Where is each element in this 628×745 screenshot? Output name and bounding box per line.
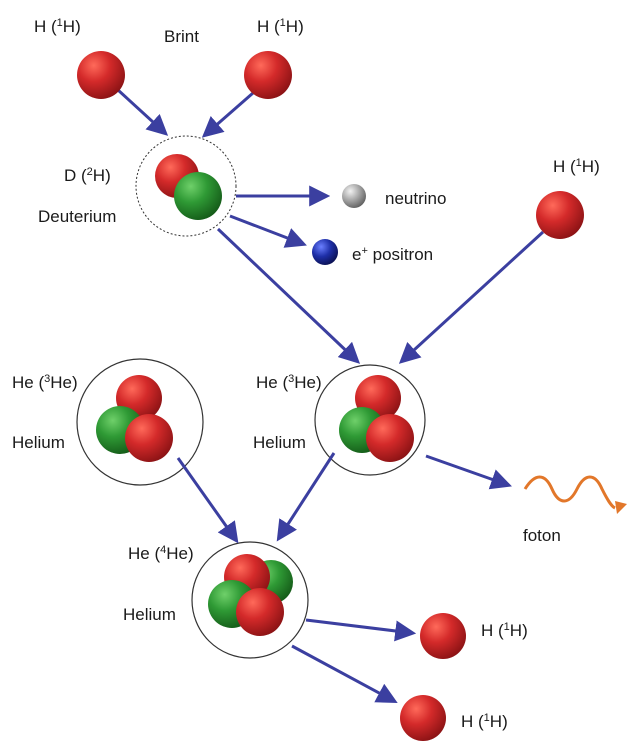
arrow-h-to-d-left <box>116 88 169 136</box>
label-he3-mid-symbol: He (3He) <box>256 373 322 392</box>
arrow-d-to-positron <box>229 214 307 248</box>
label-foton: foton <box>523 526 561 545</box>
arrow-d-to-he3 <box>216 227 361 364</box>
label-deuterium-symbol: D (2H) <box>64 166 111 185</box>
arrow-he4-to-h1 <box>305 618 417 642</box>
label-brint: Brint <box>164 27 199 46</box>
label-deuterium-name: Deuterium <box>38 207 117 226</box>
label-he3-left-symbol: He (3He) <box>12 373 78 392</box>
label-he4-symbol: He (4He) <box>128 544 194 563</box>
he3-left-proton-bottom <box>125 414 173 462</box>
label-h1-top-left: H (1H) <box>34 17 81 36</box>
label-neutrino: neutrino <box>385 189 447 208</box>
arrow-he3left-to-he4 <box>176 457 239 544</box>
proton-right <box>536 191 584 239</box>
arrow-h-to-d-right <box>201 91 254 138</box>
proton-out-2 <box>400 695 446 741</box>
label-he4-name: Helium <box>123 605 176 624</box>
arrow-he3-to-photon <box>425 454 512 490</box>
label-h1-out-2: H (1H) <box>461 712 508 731</box>
label-positron: e+ positron <box>352 245 434 264</box>
he3-mid-proton-bottom <box>366 414 414 462</box>
proton-top-left <box>77 51 125 99</box>
arrow-h-to-he3 <box>398 230 545 364</box>
label-h1-right: H (1H) <box>553 157 600 176</box>
label-he3-left-name: Helium <box>12 433 65 452</box>
neutrino-particle <box>342 184 366 208</box>
label-h1-out-1: H (1H) <box>481 621 528 640</box>
proton-top-center <box>244 51 292 99</box>
deuterium-neutron <box>174 172 222 220</box>
label-h1-top-center: H (1H) <box>257 17 304 36</box>
photon-arrowhead <box>615 501 627 514</box>
photon-wave <box>523 475 616 510</box>
positron-particle <box>312 239 338 265</box>
he4-proton-front <box>236 588 284 636</box>
proton-out-1 <box>420 613 466 659</box>
label-he3-mid-name: Helium <box>253 433 306 452</box>
arrow-he3mid-to-he4 <box>276 452 336 542</box>
arrow-he4-to-h2 <box>291 644 398 703</box>
